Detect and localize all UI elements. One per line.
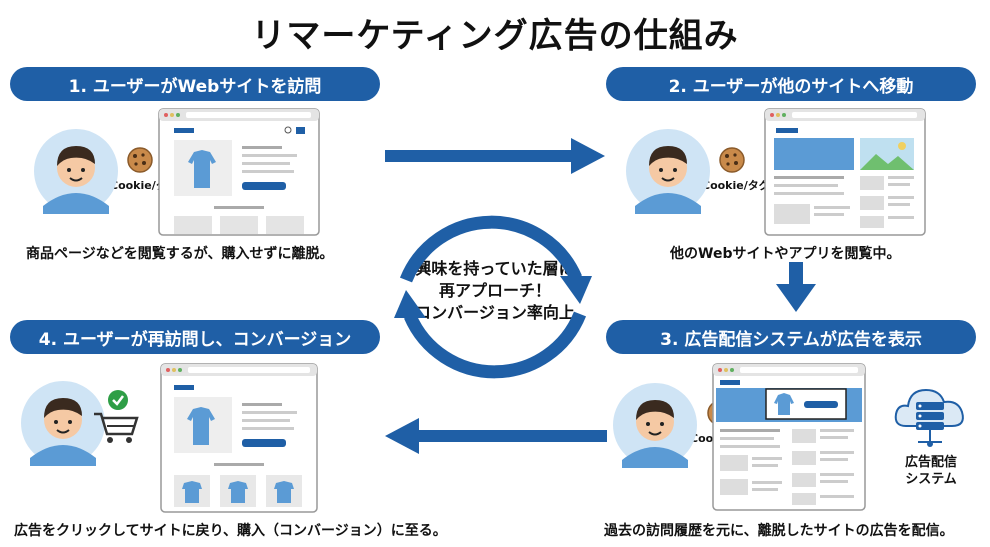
center-text-line2: 再アプローチ！ bbox=[438, 281, 551, 300]
cookie-icon bbox=[127, 147, 153, 173]
ad-system-label-line2: システム bbox=[905, 472, 957, 487]
user-avatar-1 bbox=[34, 129, 118, 214]
user-avatar-3 bbox=[613, 383, 697, 468]
browser-window-product-page bbox=[158, 108, 320, 236]
ad-system-label-line1: 広告配信 bbox=[904, 455, 957, 470]
step-1-label: 1. ユーザーがWebサイトを訪問 bbox=[10, 67, 380, 101]
user-avatar-4 bbox=[21, 381, 105, 466]
shopping-cart-icon bbox=[94, 390, 139, 443]
page-title: リマーケティング広告の仕組み bbox=[251, 16, 739, 56]
user-avatar-2 bbox=[626, 129, 710, 214]
browser-window-other-site bbox=[764, 108, 926, 236]
cycle-arrows bbox=[394, 215, 592, 379]
arrow-right bbox=[385, 138, 605, 174]
arrow-left bbox=[385, 418, 607, 454]
arrow-down bbox=[776, 262, 816, 312]
step-3-caption: 過去の訪問履歴を元に、離脱したサイトの広告を配信。 bbox=[604, 523, 954, 539]
ad-server-icon bbox=[894, 388, 964, 447]
browser-window-with-ad bbox=[712, 363, 866, 511]
step-3-label: 3. 広告配信システムが広告を表示 bbox=[606, 320, 976, 354]
cookie-icon bbox=[719, 147, 745, 173]
cycle-center-text: 興味を持っていた層に 再アプローチ！ コンバージョン率向上 bbox=[395, 258, 595, 324]
browser-window-revisit bbox=[160, 363, 318, 513]
center-text-line3: コンバージョン率向上 bbox=[415, 303, 575, 322]
step-1-caption: 商品ページなどを閲覧するが、購入せずに離脱。 bbox=[26, 246, 334, 262]
center-text-line1: 興味を持っていた層に bbox=[415, 259, 575, 278]
step-2-label: 2. ユーザーが他のサイトへ移動 bbox=[606, 67, 976, 101]
ad-system-label: 広告配信 システム bbox=[898, 454, 964, 488]
cookie-label-2: Cookie/タグ bbox=[702, 179, 770, 192]
step-2-caption: 他のWebサイトやアプリを閲覧中。 bbox=[670, 246, 901, 262]
step-4-caption: 広告をクリックしてサイトに戻り、購入（コンバージョン）に至る。 bbox=[14, 523, 447, 539]
step-4-label: 4. ユーザーが再訪問し、コンバージョン bbox=[10, 320, 380, 354]
